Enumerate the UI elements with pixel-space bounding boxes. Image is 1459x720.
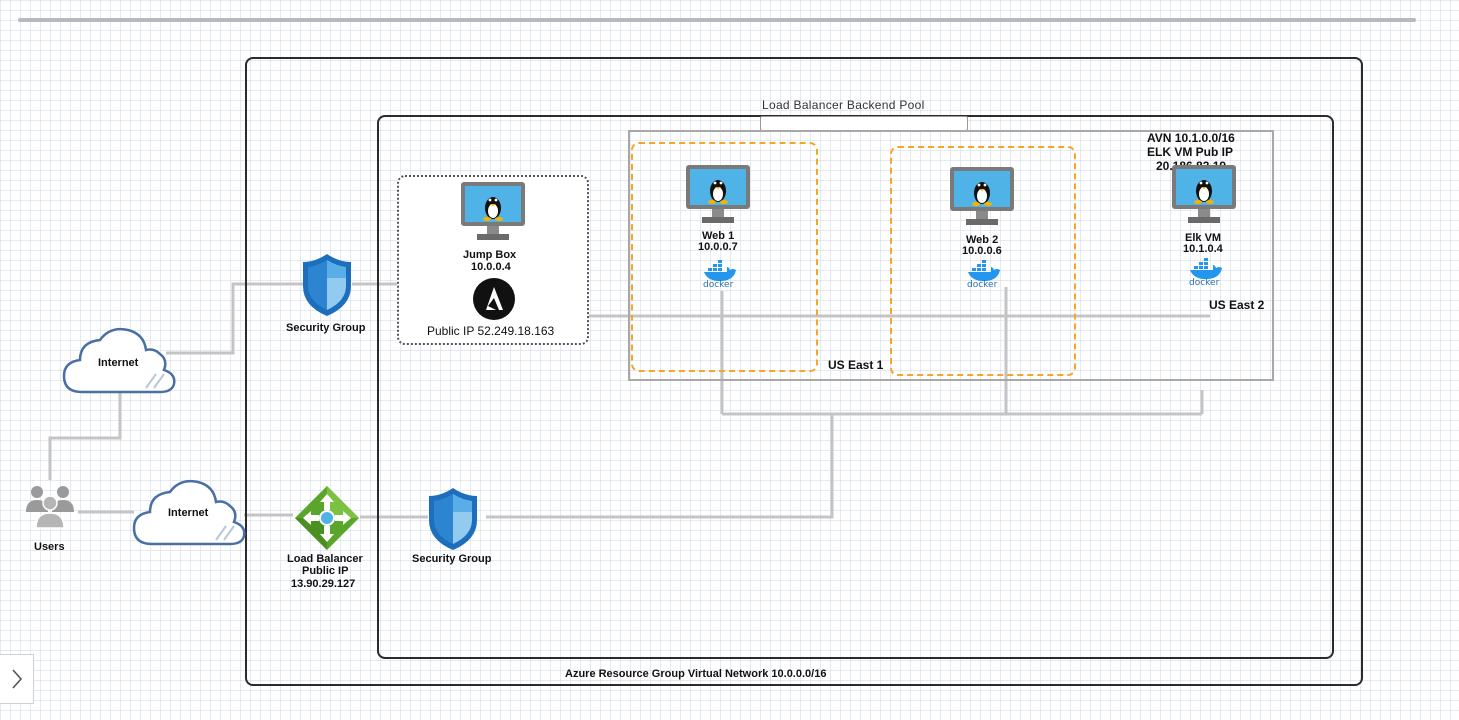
header-divider bbox=[18, 18, 1416, 22]
docker-icon: docker bbox=[1188, 258, 1224, 290]
elk-vm-node[interactable]: Elk VM 10.1.0.4 docker bbox=[1166, 163, 1246, 293]
us-east-1-label: US East 1 bbox=[828, 358, 884, 372]
web2-name: Web 2 bbox=[966, 234, 999, 246]
web1-zone bbox=[631, 142, 818, 372]
linux-vm-icon bbox=[1172, 165, 1236, 223]
internet-top-label: Internet bbox=[98, 357, 139, 369]
users-node[interactable]: Users bbox=[20, 484, 80, 554]
internet-bottom-label: Internet bbox=[168, 507, 209, 519]
resource-group-box bbox=[245, 57, 1363, 686]
load-balancer-label-2: Public IP bbox=[302, 565, 349, 577]
web1-name: Web 1 bbox=[702, 230, 735, 242]
docker-word: docker bbox=[1189, 278, 1220, 288]
docker-icon: docker bbox=[966, 260, 1002, 292]
load-balancer-icon bbox=[295, 486, 359, 550]
web2-zone bbox=[890, 146, 1076, 376]
security-group-top[interactable]: Security Group bbox=[282, 252, 372, 338]
wire-sg-backend bbox=[486, 414, 834, 519]
jump-box-public-ip: Public IP 52.249.18.163 bbox=[427, 324, 555, 338]
docker-icon: docker bbox=[702, 260, 738, 292]
backend-pool-box bbox=[628, 130, 1274, 381]
elk-vm-ip: 10.1.0.4 bbox=[1183, 243, 1223, 255]
web2-node[interactable]: Web 2 10.0.0.6 docker bbox=[944, 165, 1024, 295]
cloud-icon bbox=[132, 479, 246, 546]
us-east-2-label: US East 2 bbox=[1209, 298, 1265, 312]
security-group-bottom-label: Security Group bbox=[412, 553, 492, 565]
shield-icon bbox=[303, 254, 351, 316]
security-group-bottom[interactable]: Security Group bbox=[408, 486, 498, 572]
linux-vm-icon bbox=[461, 182, 525, 240]
web1-ip: 10.0.0.7 bbox=[698, 241, 738, 253]
internet-cloud-top[interactable]: Internet bbox=[62, 326, 178, 396]
shield-icon bbox=[429, 488, 477, 550]
load-balancer-label-1: Load Balancer bbox=[287, 553, 363, 565]
users-icon bbox=[26, 486, 74, 529]
cloud-icon bbox=[62, 327, 176, 394]
backend-pool-tab bbox=[760, 116, 968, 131]
linux-vm-icon bbox=[686, 165, 750, 223]
jump-box-ip: 10.0.0.4 bbox=[471, 261, 511, 273]
users-label: Users bbox=[34, 541, 65, 553]
avn-label-line1: AVN 10.1.0.0/16 bbox=[1147, 131, 1235, 145]
security-group-top-label: Security Group bbox=[286, 322, 366, 334]
load-balancer-label-3: 13.90.29.127 bbox=[291, 578, 356, 590]
wire-internet-sg-top bbox=[166, 282, 306, 355]
internet-cloud-bottom[interactable]: Internet bbox=[132, 478, 248, 548]
resource-group-label: Azure Resource Group Virtual Network 10.… bbox=[565, 668, 827, 680]
jump-box-node[interactable]: Jump Box 10.0.0.4 Public IP 52.249.18.16… bbox=[427, 180, 554, 340]
web2-ip: 10.0.0.6 bbox=[962, 245, 1002, 257]
wire-users-internet-top bbox=[48, 390, 122, 480]
elk-vm-name: Elk VM bbox=[1185, 232, 1222, 244]
chevron-right-icon bbox=[11, 669, 22, 689]
backend-pool-label: Load Balancer Backend Pool bbox=[762, 98, 925, 112]
load-balancer-node[interactable]: Load Balancer Public IP 13.90.29.127 bbox=[282, 484, 372, 594]
linux-vm-icon bbox=[950, 167, 1014, 225]
avn-label-line2: ELK VM Pub IP bbox=[1147, 145, 1234, 159]
expand-panel-button[interactable] bbox=[0, 654, 34, 704]
web1-node[interactable]: Web 1 10.0.0.7 docker bbox=[680, 163, 760, 293]
docker-word: docker bbox=[967, 280, 998, 290]
jump-box-name: Jump Box bbox=[463, 249, 517, 261]
ansible-icon bbox=[473, 278, 515, 320]
docker-word: docker bbox=[703, 280, 734, 290]
